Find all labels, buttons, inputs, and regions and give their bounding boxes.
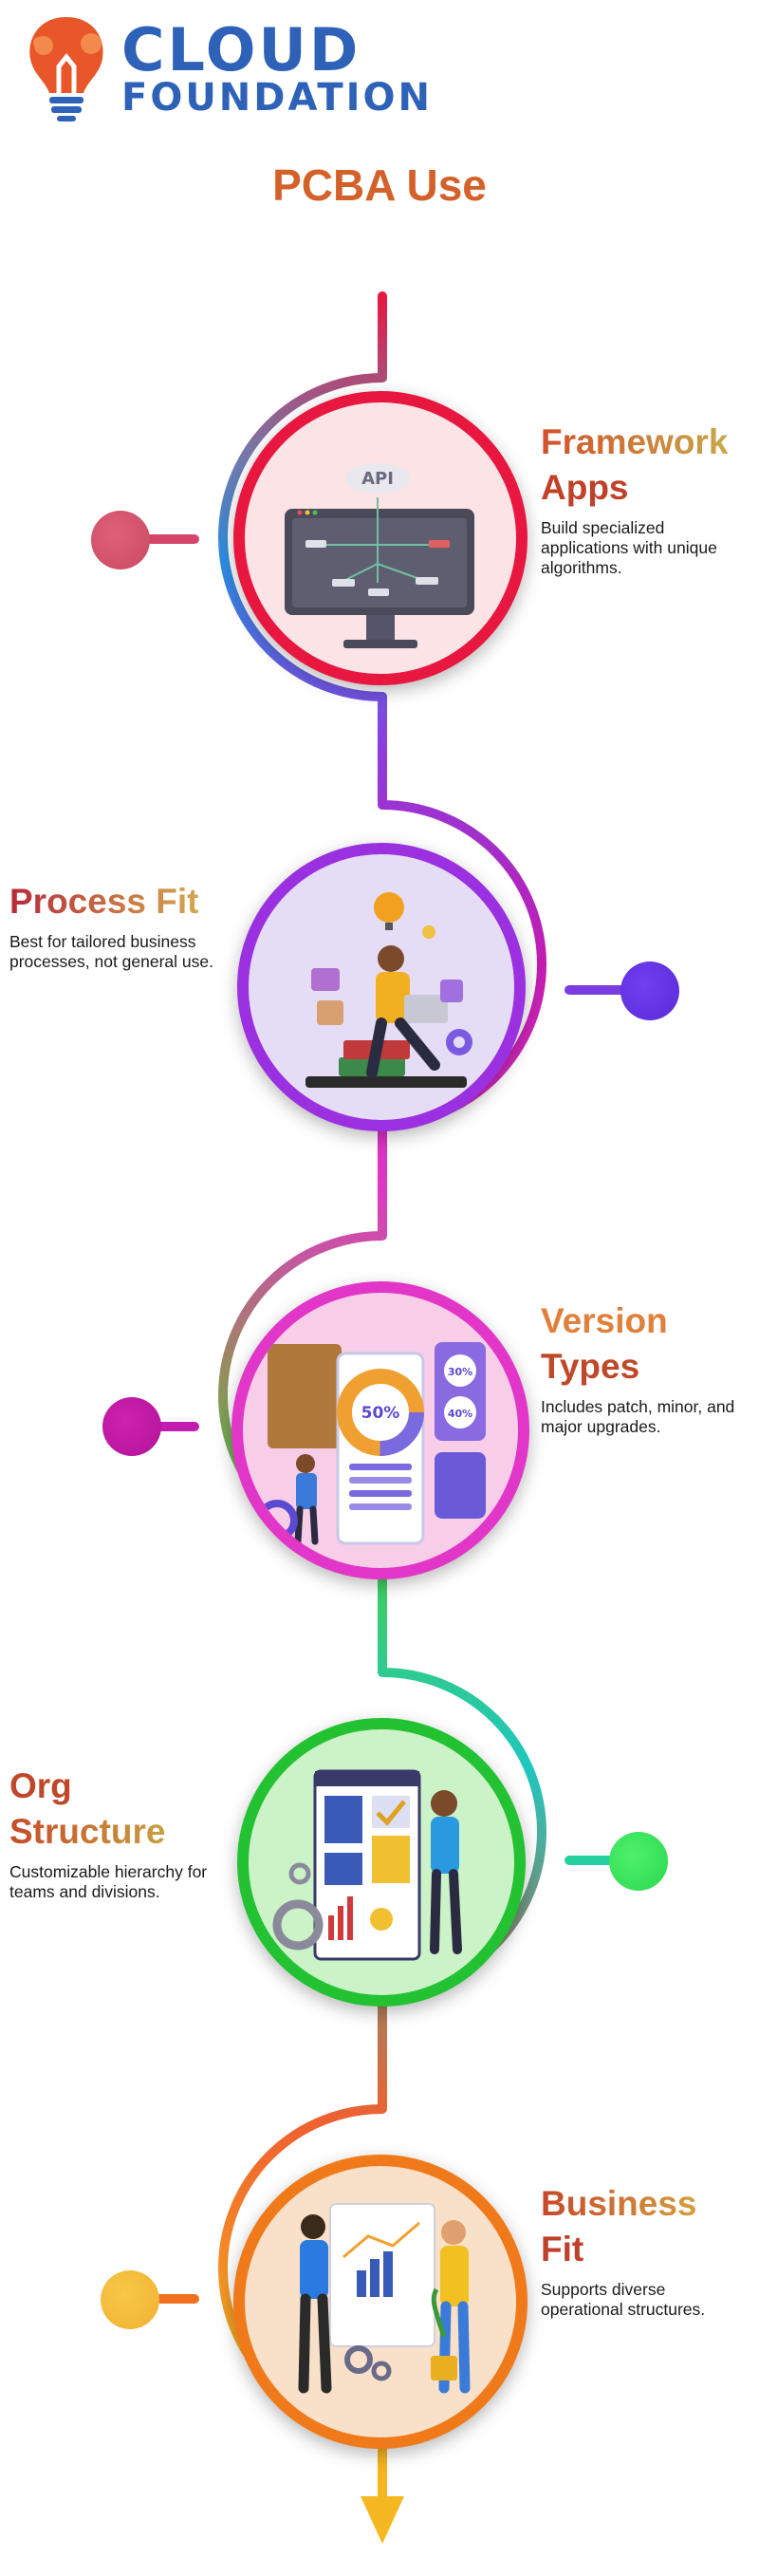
brand-logo: CLOUD FOUNDATION (21, 9, 457, 123)
section-2-title: Process Fit (9, 882, 199, 921)
brand-line2: FOUNDATION (121, 76, 433, 120)
section-5-circle (233, 2155, 528, 2449)
section-3-circle: 50% 30% 40% (231, 1281, 529, 1579)
page-title: PCBA Use (272, 160, 487, 210)
planning-board-icon (272, 1769, 462, 1961)
section-1-circle: API (233, 391, 528, 685)
badge-30: 30% (448, 1366, 472, 1378)
node-dot-2 (620, 961, 679, 1020)
badge-40: 40% (448, 1408, 472, 1420)
brand-line1: CLOUD (121, 15, 361, 84)
person-laptop-icon (305, 892, 472, 1088)
node-dot-1 (91, 511, 150, 569)
node-dot-5 (101, 2270, 159, 2329)
arrow-down-icon (361, 2496, 404, 2544)
node-dot-4 (609, 1832, 668, 1891)
section-4-circle (237, 1718, 526, 2007)
dashboard-50-icon: 50% 30% 40% (256, 1342, 486, 1545)
presentation-chart-icon (298, 2203, 471, 2394)
api-monitor-icon: API (285, 463, 474, 648)
badge-50: 50% (361, 1404, 400, 1423)
api-label: API (361, 469, 394, 489)
section-2-circle (237, 843, 526, 1131)
node-dot-3 (102, 1397, 161, 1456)
lightbulb-icon (29, 17, 103, 121)
